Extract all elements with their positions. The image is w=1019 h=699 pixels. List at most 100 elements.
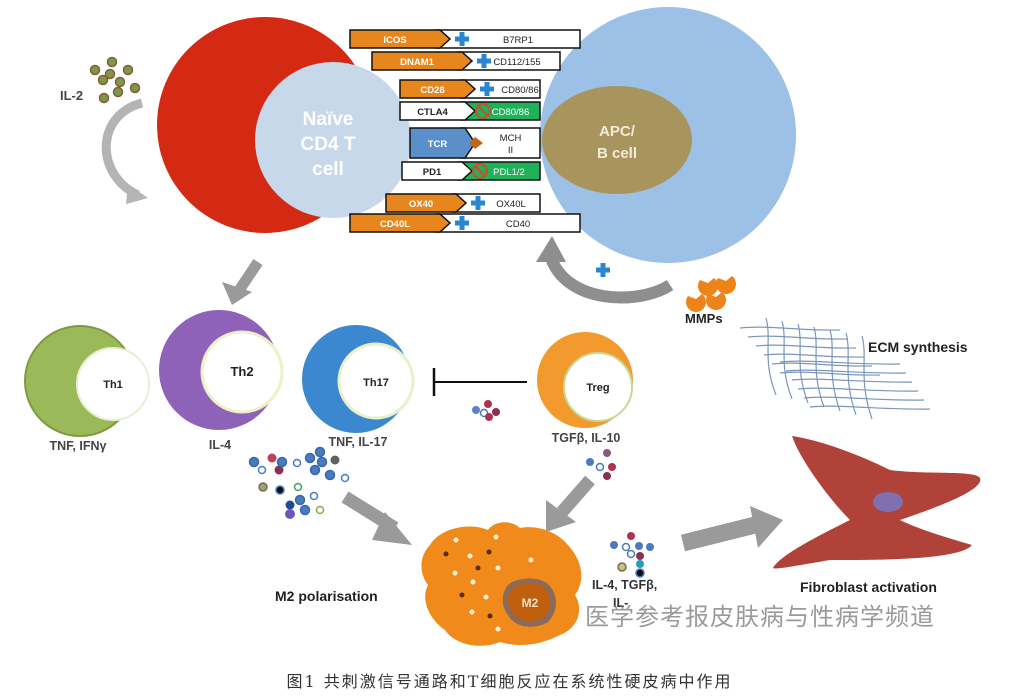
ecm-fiber <box>845 332 857 416</box>
ecm-fiber <box>813 326 825 408</box>
ecm-fiber <box>791 378 913 383</box>
cytokine-dot <box>316 456 328 468</box>
il2-loop-arrowhead <box>126 184 148 204</box>
m2-to-fibroblast-arrowhead <box>750 506 783 548</box>
cytokine-dot <box>309 491 319 501</box>
ecm-fiber <box>747 335 849 340</box>
th2-cytokines: IL-4 <box>209 438 231 452</box>
granule <box>483 594 489 600</box>
naive-cd4-t-cell: Naïve CD4 T cell <box>157 17 411 233</box>
cytokine-dot <box>492 408 500 416</box>
cytokine-dot <box>330 455 340 465</box>
inhibit-icon <box>475 103 491 119</box>
ecm-fiber <box>797 323 809 404</box>
granule <box>443 551 449 557</box>
ecm-fiber <box>861 335 873 420</box>
granule <box>528 557 534 563</box>
receptor-label: DNAM1 <box>400 57 434 68</box>
receptor-box <box>349 213 452 233</box>
plus-icon <box>455 32 469 46</box>
ecm-fiber <box>797 387 919 392</box>
m2-to-fibroblast-arrow <box>680 516 758 552</box>
cytokine-dot <box>267 453 277 463</box>
receptor-pair-ctla4: CTLA4 CD80/86 <box>399 101 541 121</box>
granule <box>495 626 501 632</box>
cytokine-dot <box>106 56 118 68</box>
cytokine-dot <box>484 400 492 408</box>
treg-cytokine-cluster <box>472 400 500 421</box>
m2-cytokines-line2: IL- <box>613 596 628 610</box>
cytokine-dot <box>626 549 636 559</box>
differentiation-arrowhead <box>222 282 252 305</box>
receptor-box <box>385 193 468 213</box>
receptor-label: CTLA4 <box>417 107 448 118</box>
m2-label: M2 <box>522 596 539 610</box>
cytokine-dot <box>472 406 480 414</box>
plus-icon <box>480 82 494 96</box>
granule <box>467 553 473 559</box>
th17-label: Th17 <box>363 377 389 389</box>
ecm-fiber <box>779 371 881 376</box>
m2-polarisation-label: M2 polarisation <box>275 588 378 604</box>
receptor-box <box>409 127 476 159</box>
treg-to-m2-cytokine-cluster <box>586 449 616 480</box>
receptor-label: ICOS <box>383 35 406 46</box>
cytokine-dot <box>276 456 288 468</box>
cytokine-dot <box>617 562 627 572</box>
granule <box>452 570 458 576</box>
cytokine-dot <box>285 500 295 510</box>
receptor-box <box>349 29 452 49</box>
cytokine-dot <box>122 64 134 76</box>
granule <box>459 592 465 598</box>
ligand-label: CD80/86 <box>492 107 530 118</box>
inhibit-icon <box>472 163 488 179</box>
plus-icon <box>596 263 610 277</box>
contact-icon <box>469 137 483 149</box>
cytokine-dot <box>315 505 325 515</box>
th1-cell: Th1 TNF, IFNγ <box>24 325 150 453</box>
il2-loop-arrow <box>101 98 144 200</box>
cytokine-dot <box>89 64 101 76</box>
ecm-fiber <box>809 405 931 410</box>
naive-t-cell-label-1: Naïve <box>303 109 354 130</box>
cytokine-dot <box>104 68 116 80</box>
apc-label-1: APC/ <box>599 123 636 140</box>
plus-icon <box>471 196 485 210</box>
watermark-text: 医学参考报皮肤病与性病学频道 <box>585 603 935 631</box>
naive-t-cell-label-3: cell <box>312 159 344 180</box>
ecm-fiber <box>763 353 865 358</box>
cytokine-dot <box>275 485 285 495</box>
treg-cell: Treg TGFβ, IL-10 <box>537 332 633 445</box>
ecm-mesh-icon <box>739 317 931 420</box>
receptor-label: CD28 <box>420 85 444 96</box>
cytokine-dot <box>636 560 644 568</box>
receptor-box <box>399 79 477 99</box>
cytokine-dot <box>586 458 594 466</box>
ligand-label: CD112/155 <box>493 57 540 68</box>
ecm-synthesis-label: ECM synthesis <box>868 339 968 355</box>
cytokine-dot <box>309 464 321 476</box>
cytokine-dot <box>129 82 141 94</box>
cytokine-dot <box>293 482 303 492</box>
cytokine-dot <box>646 543 654 551</box>
naive-t-cell-label-2: CD4 T <box>301 134 356 155</box>
cytokine-dot <box>485 413 493 421</box>
fibroblast-nucleus <box>873 492 903 512</box>
ecm-fiber <box>829 329 841 412</box>
cytokine-dot <box>635 542 643 550</box>
receptor-box <box>371 51 474 71</box>
cytokine-dot <box>603 449 611 457</box>
cytokine-dot <box>285 509 295 519</box>
ligand-label: CD40 <box>506 219 530 230</box>
apc-nucleus <box>542 86 692 194</box>
granule <box>487 613 493 619</box>
cytokine-dot <box>595 462 605 472</box>
granule <box>486 549 492 555</box>
cytokine-dot <box>248 456 260 468</box>
cytokine-dot <box>608 463 616 471</box>
